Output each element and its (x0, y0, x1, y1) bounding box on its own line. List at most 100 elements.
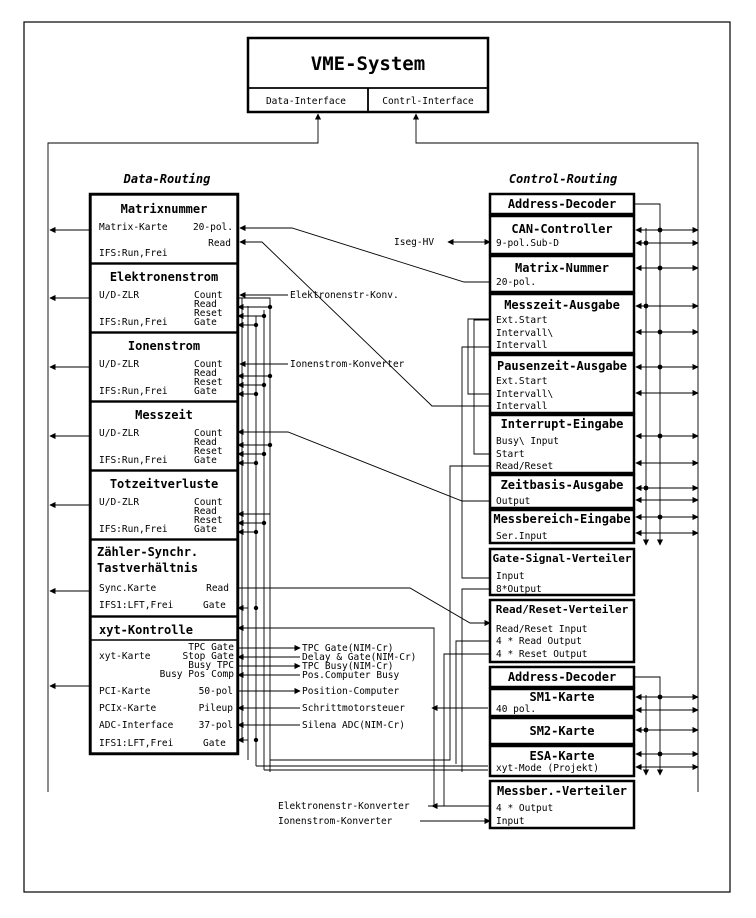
row-value: Stop Gate (183, 651, 235, 662)
sm2-karte-title: SM2-Karte (529, 724, 594, 738)
row-value: Count (194, 497, 223, 508)
right-bus-wiring (634, 203, 699, 776)
iseg-hv-label: Iseg-HV (394, 237, 434, 248)
row-value: Reset (194, 515, 223, 526)
block-title: Matrixnummer (121, 202, 208, 216)
port-label: Ser.Input (496, 531, 547, 542)
read-reset-verteiler-title: Read/Reset-Verteiler (496, 603, 629, 616)
row-value: 37-pol (199, 720, 233, 731)
control-interface-label: Contrl-Interface (382, 96, 474, 107)
schrittmotorsteuer-label: Schrittmotorsteuer (302, 703, 405, 714)
row-label: U/D-ZLR (99, 290, 139, 301)
row-value: Gate (203, 738, 226, 749)
port-label: Output (496, 496, 530, 507)
row-label: IFS:Run,Frei (99, 317, 168, 328)
port-label: 40 pol. (496, 704, 536, 715)
matrix-nummer-sub: 20-pol. (496, 277, 536, 288)
data-interface-label: Data-Interface (266, 96, 346, 107)
port-label: Ext.Start (496, 376, 547, 387)
port-label: Read/Reset Input (496, 624, 588, 635)
delay-gate-nim-label: Delay & Gate(NIM-Cr) (302, 652, 416, 663)
row-label: IFS1:LFT,Frei (99, 600, 174, 611)
pos-computer-busy-label: Pos.Computer Busy (302, 670, 400, 681)
distribution-wires (237, 297, 488, 772)
row-label: Matrix-Karte (99, 222, 168, 233)
gate-signal-verteiler-title: Gate-Signal-Verteiler (492, 552, 631, 565)
row-value: Gate (194, 524, 217, 535)
row-label: xyt-Karte (99, 651, 151, 662)
block-title: Totzeitverluste (110, 477, 218, 491)
port-label: Start (496, 449, 525, 460)
row-label: PCI-Karte (99, 686, 151, 697)
block-title: Ionenstrom (128, 339, 200, 353)
tpc-gate-nim-label: TPC Gate(NIM-Cr) (302, 643, 394, 654)
position-computer-label: Position-Computer (302, 686, 400, 697)
left-data-arrows (49, 226, 90, 690)
port-label: 4 * Output (496, 803, 553, 814)
row-label: U/D-ZLR (99, 428, 139, 439)
port-label: Input (496, 816, 525, 827)
block-title: Zähler-Synchr. (97, 545, 198, 559)
block-subtitle: Tastverhältnis (97, 561, 198, 575)
matrix-nummer-title: Matrix-Nummer (515, 261, 609, 275)
data-routing-heading: Data-Routing (123, 172, 211, 186)
pausenzeit-ausgabe-title: Pausenzeit-Ausgabe (497, 359, 627, 373)
sm1-karte-title: SM1-Karte (529, 690, 594, 704)
row-value: TPC Gate (188, 642, 234, 653)
row-value: Gate (194, 455, 217, 466)
esa-karte-title: ESA-Karte (529, 749, 594, 763)
messbereich-eingabe-title: Messbereich-Eingabe (493, 512, 630, 526)
row-value: Read (194, 368, 217, 379)
row-value: Pileup (199, 703, 234, 714)
totzeitverluste-block: Totzeitverluste U/D-ZLR Count Read Reset… (90, 470, 238, 540)
port-label: xyt-Mode (Projekt) (496, 763, 599, 774)
port-label: 4 * Read Output (496, 636, 582, 647)
xyt-kontrolle-block: xyt-Kontrolle TPC Gate xyt-Karte Stop Ga… (90, 616, 238, 754)
address-decoder-2-title: Address-Decoder (508, 670, 616, 684)
zaehler-synchr-block: Zähler-Synchr. Tastverhältnis Sync.Karte… (90, 539, 238, 617)
row-value: Read (194, 506, 217, 517)
row-label: IFS:Run,Frei (99, 248, 168, 259)
port-label: Busy\ Input (496, 436, 559, 447)
port-label: Intervall\ (496, 389, 553, 400)
row-label: Sync.Karte (99, 583, 156, 594)
matrixnummer-block: Matrixnummer Matrix-Karte 20-pol. Read I… (90, 194, 238, 264)
port-label: 4 * Reset Output (496, 649, 588, 660)
row-value: 20-pol. (193, 222, 233, 233)
row-label: IFS:Run,Frei (99, 524, 168, 535)
row-value: Gate (194, 386, 217, 397)
port-label: Intervall (496, 340, 547, 351)
port-label: Ext.Start (496, 315, 547, 326)
row-label: IFS:Run,Frei (99, 455, 168, 466)
ionenstrom-block: Ionenstrom U/D-ZLR Count Read Reset IFS:… (90, 332, 238, 402)
control-routing-column: Address-Decoder CAN-Controller 9-pol.Sub… (488, 192, 636, 830)
row-value: Count (194, 290, 223, 301)
block-title: xyt-Kontrolle (99, 623, 193, 637)
messber-verteiler-title: Messber.-Verteiler (497, 784, 627, 798)
row-value: Count (194, 359, 223, 370)
row-value: Reset (194, 308, 223, 319)
vme-system-box: VME-System Data-Interface Contrl-Interfa… (246, 36, 490, 114)
port-label: 8*Output (496, 584, 542, 595)
row-value: Busy Pos Comp (160, 669, 235, 680)
row-value: Gate (203, 600, 226, 611)
port-label: Read/Reset (496, 461, 553, 472)
middle-signals: Elektronenstr-Konv. Ionenstrom-Konverter… (237, 224, 491, 827)
row-label: IFS1:LFT,Frei (99, 738, 174, 749)
row-value: Count (194, 428, 223, 439)
row-value: Read (208, 238, 231, 249)
port-label: Intervall\ (496, 328, 553, 339)
elektronenstr-konv-label: Elektronenstr-Konv. (290, 290, 399, 301)
port-label: Intervall (496, 401, 547, 412)
data-routing-column (88, 192, 240, 756)
tpc-busy-nim-label: TPC Busy(NIM-Cr) (302, 661, 394, 672)
control-routing-heading: Control-Routing (509, 172, 617, 186)
silena-adc-label: Silena ADC(NIM-Cr) (302, 720, 405, 731)
control-bus-line (412, 113, 699, 792)
messzeit-block: Messzeit U/D-ZLR Count Read Reset IFS:Ru… (90, 401, 238, 471)
row-value: Busy TPC (188, 660, 234, 671)
messzeit-ausgabe-title: Messzeit-Ausgabe (504, 298, 620, 312)
row-label: PCIx-Karte (99, 703, 156, 714)
elektronenstrom-block: Elektronenstrom U/D-ZLR Count Read Reset… (90, 263, 238, 333)
